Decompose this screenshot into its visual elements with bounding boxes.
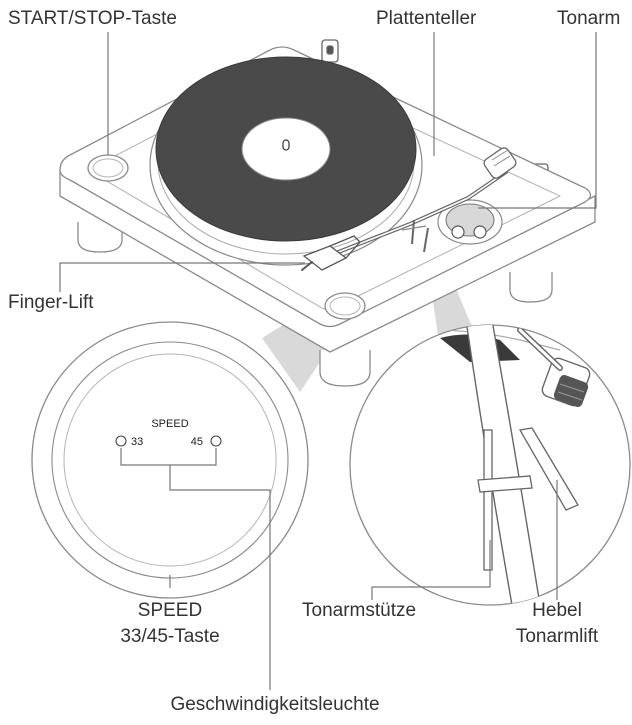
label-speed-button-line2: 33/45-Taste	[120, 626, 220, 647]
counterweight-zoom	[541, 357, 591, 407]
label-platter: Plattenteller	[376, 8, 477, 29]
label-start-stop: START/STOP-Taste	[8, 8, 177, 29]
finger-lift[interactable]	[301, 261, 313, 271]
label-tonearm-rest: Tonarmstütze	[302, 600, 417, 621]
label-speed-button-line1: SPEED	[137, 600, 203, 621]
label-lift-lever-line1: Hebel	[532, 600, 582, 621]
leader-tonearm	[478, 32, 597, 209]
tonearm-magnifier	[349, 324, 631, 606]
tonearm-rest-small	[411, 219, 415, 245]
speed-magnifier: SPEED 33 45	[31, 321, 309, 599]
tonearm-base	[437, 199, 503, 245]
label-finger-lift: Finger-Lift	[8, 292, 94, 313]
counterweight	[483, 147, 517, 179]
speed-panel-title: SPEED	[151, 418, 188, 430]
speed-option-33: 33	[131, 436, 143, 448]
indicator-33-icon	[115, 435, 127, 447]
leader-tonearm-rest	[371, 540, 491, 600]
indicator-45-icon	[210, 435, 222, 447]
label-tonearm: Tonarm	[557, 8, 621, 29]
label-speed-indicator: Geschwindigkeitsleuchte	[170, 694, 380, 715]
feet	[77, 222, 553, 387]
spindle-icon	[282, 139, 290, 151]
lift-lever-zoom[interactable]	[518, 427, 579, 511]
leader-speed-indicator	[169, 465, 271, 690]
tonearm-rest-zoom	[477, 429, 533, 571]
leader-finger-lift	[59, 262, 305, 292]
speed-option-45: 45	[191, 436, 203, 448]
label-lift-lever-line2: Tonarmlift	[515, 626, 599, 647]
leader-lines	[59, 32, 597, 690]
lift-lever-small[interactable]	[423, 227, 429, 253]
